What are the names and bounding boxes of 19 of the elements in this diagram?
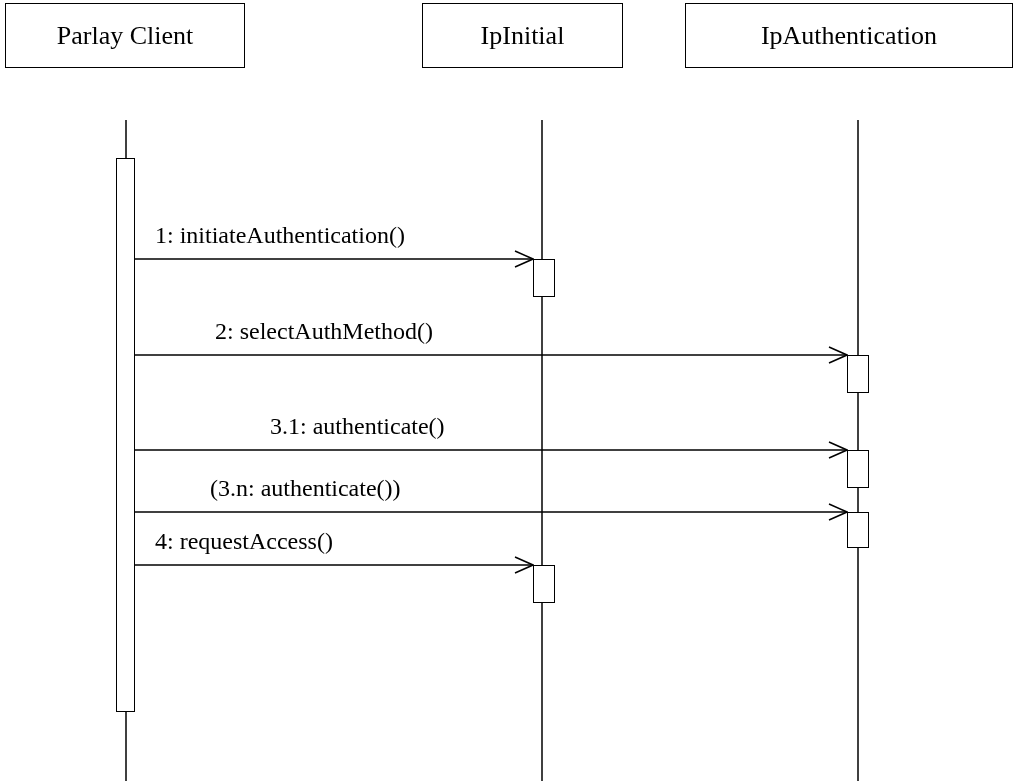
activation-bar [847,450,869,488]
message-arrow [134,250,534,268]
activation-bar [533,565,555,603]
edge-label: (3.n: authenticate()) [210,476,401,500]
object-box: IpAuthentication [685,3,1013,68]
message-arrow [134,346,848,364]
edge-label: 3.1: authenticate() [270,414,445,438]
edge-label: 2: selectAuthMethod() [215,319,433,343]
activation-bar [116,158,135,712]
message-arrow [134,503,848,521]
activation-bar [847,512,869,548]
activation-bar [533,259,555,297]
object-box: Parlay Client [5,3,245,68]
edge-label: 4: requestAccess() [155,529,333,553]
message-arrow [134,441,848,459]
edge-label: 1: initiateAuthentication() [155,223,405,247]
activation-bar [847,355,869,393]
message-arrow [134,556,534,574]
object-box: IpInitial [422,3,623,68]
